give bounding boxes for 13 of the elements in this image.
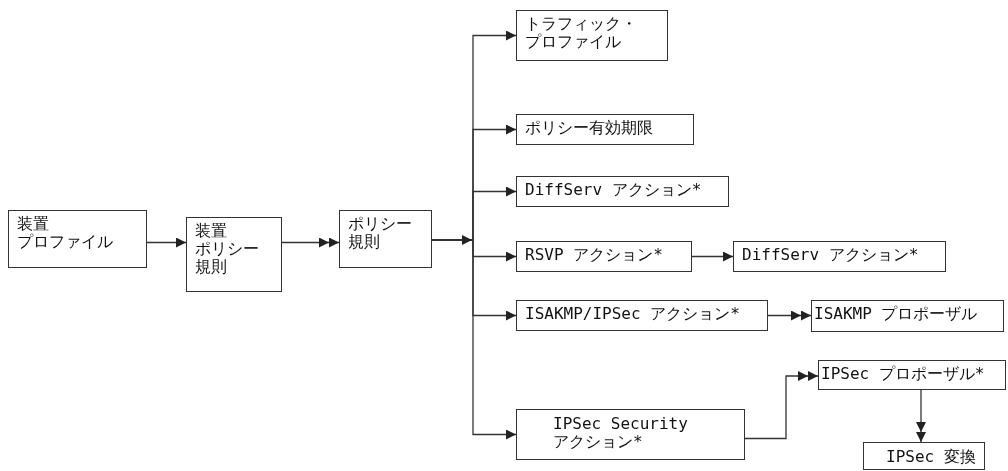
profile-box: トラフィック・プロファイル bbox=[516, 10, 668, 61]
proposal-box: ISAKMP プロポーザル bbox=[811, 300, 1004, 332]
action-box: ISAKMP/IPSec アクション* bbox=[516, 300, 768, 331]
profile-box: 装置プロファイル bbox=[8, 210, 147, 268]
arrow bbox=[691, 251, 734, 262]
transform-box: IPSec 変換 bbox=[863, 442, 985, 470]
proposal-box: IPSec プロポーザル* bbox=[818, 360, 1006, 390]
action-box: IPSec Security アクション* bbox=[516, 409, 745, 460]
process-box: ポリシー有効期限 bbox=[516, 114, 694, 145]
action-box: DiffServ アクション* bbox=[516, 176, 729, 207]
action-box: RSVP アクション* bbox=[516, 241, 692, 272]
arrow bbox=[146, 237, 187, 248]
action-box: DiffServ アクション* bbox=[733, 241, 946, 272]
